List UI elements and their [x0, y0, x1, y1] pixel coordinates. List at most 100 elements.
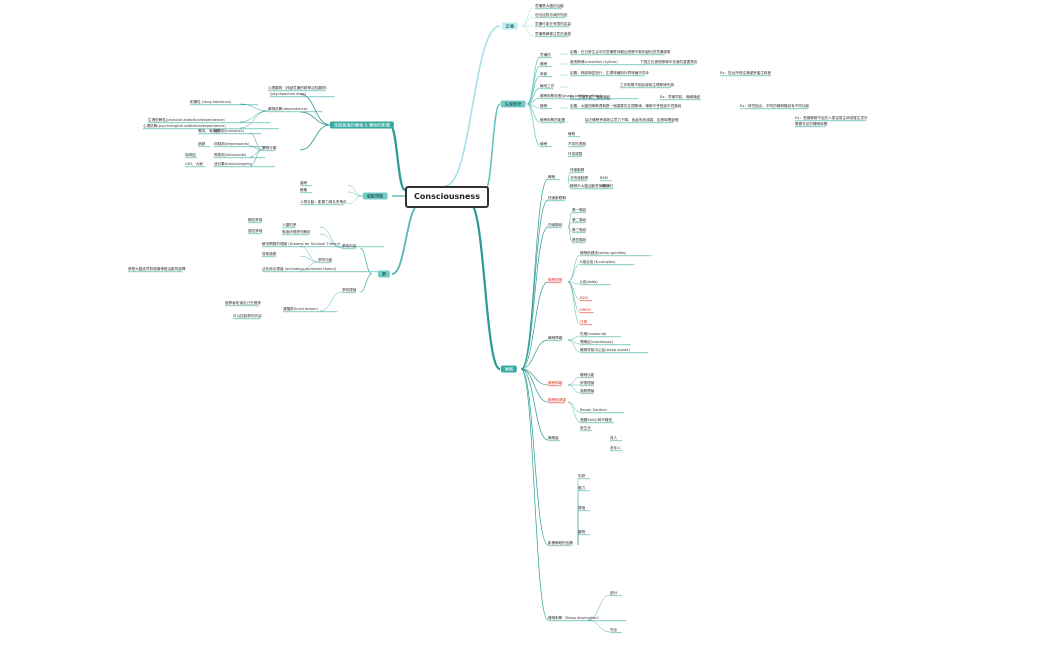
topic-label[interactable]: 環境 [578, 505, 586, 510]
branch-drugs[interactable]: 改變意識的藥物 & 藥物的影響 [329, 121, 395, 129]
topic-label[interactable]: 作夢 [580, 319, 588, 324]
topic-label[interactable]: 意識是轉移注意的過程 [535, 31, 571, 36]
topic-label[interactable]: 耐藥性 (drug tolerance) [190, 99, 232, 104]
topic-label[interactable]: 人際互動：影響力與社會角色 [300, 199, 347, 204]
topic-label[interactable]: 清醒夢(lucid dream) [283, 306, 318, 311]
topic-label[interactable]: 新生兒 [580, 425, 591, 430]
topic-label[interactable]: 時差 [540, 71, 548, 76]
branch-definition[interactable]: 定義 [501, 22, 519, 30]
topic-label[interactable]: Ex：研究指出，不同的睡眠階段有不同功能 [740, 103, 810, 108]
branch-dreams[interactable]: 夢 [377, 270, 391, 278]
topic-label[interactable]: 睡眠障礙 [548, 335, 563, 340]
topic-label[interactable]: 可以控制夢的內容 [233, 313, 262, 318]
topic-label[interactable]: 成人 [610, 435, 618, 440]
topic-label[interactable]: 佛洛伊德夢的解析 [282, 229, 311, 234]
topic-label[interactable]: 睡眠障礙 [548, 380, 563, 385]
topic-label[interactable]: 催眠 [300, 180, 308, 185]
topic-label[interactable]: 修復理論 [580, 380, 595, 385]
topic-label[interactable]: 睡眠週期 [548, 277, 563, 282]
topic-label[interactable]: 意識是大腦的活動 [535, 3, 564, 8]
topic-label[interactable]: 嗜睡症(narcolepsy) [580, 339, 614, 344]
topic-label[interactable]: 睡眠量 [548, 435, 559, 440]
branch-circadian[interactable]: 生理節律 [500, 100, 526, 108]
topic-label[interactable]: 缺乏睡眠會導致注意力下降、免疫系統減弱、反應時間變慢 [585, 117, 679, 122]
topic-label[interactable]: 解離 [300, 187, 308, 192]
topic-label[interactable]: 嗎啡、海洛因 [198, 128, 220, 133]
topic-label[interactable]: 也包括對自我的知覺 [535, 12, 568, 17]
topic-label[interactable]: 顯性夢境 [248, 217, 263, 222]
topic-label[interactable]: 睡眠中大腦活動會持續進行 [570, 183, 614, 188]
topic-label[interactable]: 晝夜節律(circadian rhythm) [570, 59, 618, 64]
topic-label[interactable]: δ波(delta) [580, 279, 598, 284]
branch-hypnosis[interactable]: 催眠現象 [362, 192, 388, 200]
topic-label[interactable]: 四個階段 [548, 222, 563, 227]
topic-label[interactable]: Ex：長期睡眠不足的人更容易生病或發生意外 [795, 115, 868, 120]
topic-label[interactable]: 第二階段 [572, 217, 587, 222]
topic-label[interactable]: 快速動眼 [570, 167, 585, 172]
topic-label[interactable]: 適應理論 [580, 388, 595, 393]
topic-label[interactable]: Ex：從台灣飛往美國會產生時差 [720, 70, 772, 75]
topic-label[interactable]: 藥物 [578, 529, 586, 534]
topic-label[interactable]: 藥物依賴(dependence) [268, 106, 308, 111]
topic-label[interactable]: 完全 [610, 627, 618, 632]
topic-label[interactable]: 生理依賴性(physical addiction/dependence) [148, 117, 225, 122]
topic-label[interactable]: 麻醉劑(narcotics) [214, 128, 244, 133]
topic-label[interactable]: 需要充足的睡眠時間 [795, 121, 828, 126]
topic-label[interactable]: 人類的夢 [282, 222, 297, 227]
topic-label[interactable]: 興奮劑(stimulants) [214, 152, 247, 157]
topic-label[interactable]: 連續264小時不睡覺 [580, 417, 613, 422]
topic-label[interactable]: (psychoactive drug) [270, 91, 306, 96]
topic-label[interactable]: 不同的週期 [568, 141, 586, 146]
topic-label[interactable]: 定義：跨越時區旅行，生理時鐘與外界時鐘不同步 [570, 70, 650, 75]
topic-label[interactable]: 活化綜合理論 (activation-synthesis theory) [262, 266, 337, 271]
topic-label[interactable]: 睡眠與健康 [548, 397, 566, 402]
topic-label[interactable]: 酒精 [198, 141, 206, 146]
topic-label[interactable]: 睡眠 [548, 174, 556, 179]
branch-sleep[interactable]: 睡眠 [500, 365, 518, 373]
topic-label[interactable]: 第四階段 [572, 237, 587, 242]
topic-label[interactable]: REM [600, 175, 608, 180]
topic-label[interactable]: 睡眠 [540, 141, 548, 146]
topic-label[interactable]: 失眠(insomnia) [580, 331, 607, 336]
topic-label[interactable]: 迷幻藥(hallucinogens) [214, 161, 253, 166]
topic-label[interactable]: 第一階段 [572, 207, 587, 212]
topic-label[interactable]: 隱性夢境 [248, 228, 263, 233]
topic-label[interactable]: LSD、大麻 [185, 161, 203, 166]
topic-label[interactable]: 第三階段 [572, 227, 587, 232]
topic-label[interactable]: 抑制劑(depressants) [214, 141, 250, 146]
topic-label[interactable]: 睡眠紡錘波(sleep spindles) [580, 250, 627, 255]
topic-label[interactable]: Randy Gardner [580, 407, 608, 412]
topic-label[interactable]: Ex：早睡早起、晚睡晚起 [570, 94, 611, 99]
topic-label[interactable]: 睡眠 [540, 103, 548, 108]
topic-label[interactable]: 定義：在日常生活中的意識是持續且經歷不斷的變化的意識現象 [570, 49, 671, 54]
topic-label[interactable]: 咖啡因 [185, 152, 196, 157]
topic-label[interactable]: 夢的內容 [342, 243, 357, 248]
topic-label[interactable]: 做夢者知道自己在做夢 [225, 300, 261, 305]
topic-label[interactable]: 夢的功能 [318, 257, 333, 262]
topic-label[interactable]: 藥物分類 [262, 145, 277, 150]
topic-label[interactable]: 輪班工作 [540, 83, 555, 88]
topic-label[interactable]: 睡眠剝奪的影響 [540, 117, 566, 122]
topic-label[interactable]: 夢是大腦皮質對隨機神經活動的詮釋 [128, 266, 186, 271]
topic-label[interactable]: NREM [580, 307, 591, 312]
topic-label[interactable]: 睡眠 [568, 131, 576, 136]
topic-label[interactable]: 年齡 [578, 473, 586, 478]
topic-label[interactable]: 工作時間不固定導致生理節律失調 [620, 82, 674, 87]
topic-label[interactable]: 心理依賴(psychological addiction/dependence) [143, 123, 226, 128]
topic-label[interactable]: Ex：早睡早起、晚睡晚起 [660, 94, 701, 99]
topic-label[interactable]: 幫助適應 [262, 251, 277, 256]
topic-label[interactable]: 非快速動眼 [570, 175, 588, 180]
topic-label[interactable]: 老年人 [610, 445, 621, 450]
topic-label[interactable]: 解決問題的理論 (Dreams for Survival Theory) [262, 241, 341, 246]
topic-label[interactable]: K複合波 (K-complex) [580, 259, 616, 264]
topic-label[interactable]: 睡眠呼吸中止症(sleep apnea) [580, 347, 630, 352]
topic-label[interactable]: 意識可能在有限的容量 [535, 21, 571, 26]
topic-label[interactable]: 心理藥物（改變意識的精神活性藥物） [268, 85, 330, 90]
topic-label[interactable]: 睡眠 [540, 61, 548, 66]
topic-label[interactable]: 作息調整 [568, 151, 583, 156]
topic-label[interactable]: 影響睡眠的因素 [548, 540, 574, 545]
topic-label[interactable]: 下視丘在晝夜節律中扮演的重要角色 [640, 59, 698, 64]
topic-label[interactable]: 意識的 [540, 52, 551, 57]
topic-label[interactable]: 睡眠剝奪（Sleep deprivation） [548, 615, 602, 620]
topic-label[interactable]: 壓力 [578, 485, 586, 490]
